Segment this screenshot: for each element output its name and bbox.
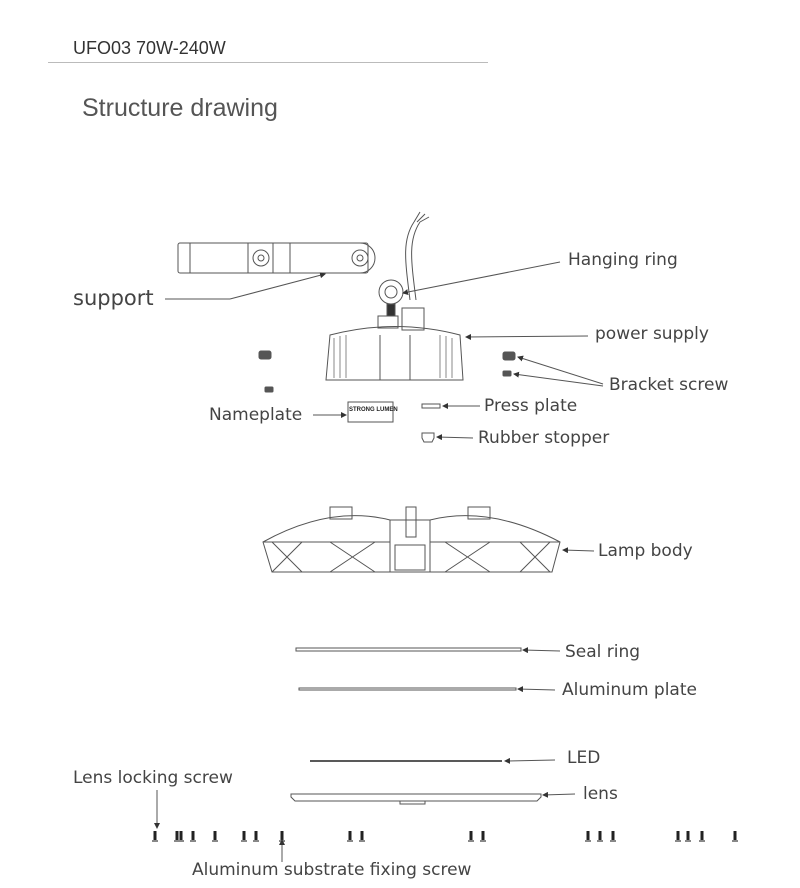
screw-icon <box>700 831 704 840</box>
label-nameplate: Nameplate <box>209 405 303 425</box>
screw-head <box>699 840 705 842</box>
screw-icon <box>676 831 680 840</box>
screw-icon <box>213 831 217 840</box>
screws-row <box>152 831 738 842</box>
screw-icon <box>598 831 602 840</box>
screw-head <box>152 840 158 842</box>
nameplate-part <box>347 401 394 423</box>
lamp-body <box>262 506 561 573</box>
screw-head <box>610 840 616 842</box>
label-lens: lens <box>583 784 618 804</box>
label-lamp-body: Lamp body <box>598 541 693 561</box>
power-cable <box>405 221 421 301</box>
screw-icon <box>686 831 690 840</box>
label-aluminum-substrate-fixing-screw: Aluminum substrate fixing screw <box>192 860 472 880</box>
label-power-supply: power supply <box>595 324 709 344</box>
screw-icon <box>242 831 246 840</box>
screw-head <box>585 840 591 842</box>
aluminum-plate-part <box>298 687 517 691</box>
screw-icon <box>254 831 258 840</box>
hanging-ring <box>378 279 404 317</box>
screw-icon <box>191 831 195 840</box>
screw-head <box>174 840 180 842</box>
screw-head <box>359 840 365 842</box>
screw-icon <box>175 831 179 840</box>
bracket-screws <box>258 350 516 393</box>
screw-icon <box>586 831 590 840</box>
screw-icon <box>469 831 473 840</box>
label-hanging-ring: Hanging ring <box>568 250 678 270</box>
lens-part <box>290 793 542 805</box>
screw-head <box>685 840 691 842</box>
page-title: Structure drawing <box>82 94 278 122</box>
rubber-stopper-part <box>421 432 435 443</box>
header-divider <box>48 62 488 63</box>
screw-icon <box>280 831 284 840</box>
screw-icon <box>348 831 352 840</box>
screw-head <box>597 840 603 842</box>
label-rubber-stopper: Rubber stopper <box>478 428 610 448</box>
screw-head <box>732 840 738 842</box>
screw-head <box>178 840 184 842</box>
screw-icon <box>481 831 485 840</box>
screw-head <box>253 840 259 842</box>
screw-icon <box>153 831 157 840</box>
screw-head <box>468 840 474 842</box>
model-header: UFO03 70W-240W <box>73 38 226 58</box>
label-seal-ring: Seal ring <box>565 642 641 662</box>
screw-icon <box>360 831 364 840</box>
power-supply <box>325 307 464 381</box>
screw-head <box>675 840 681 842</box>
label-support: support <box>73 286 154 310</box>
seal-ring-part <box>295 647 522 652</box>
screw-icon <box>179 831 183 840</box>
press-plate-part <box>421 403 441 409</box>
label-aluminum-plate: Aluminum plate <box>562 680 697 700</box>
support-bracket <box>177 242 376 274</box>
screw-icon <box>733 831 737 840</box>
screw-head <box>190 840 196 842</box>
label-led: LED <box>567 748 601 768</box>
screw-head <box>212 840 218 842</box>
screw-icon <box>611 831 615 840</box>
label-bracket-screw: Bracket screw <box>609 375 729 395</box>
screw-head <box>347 840 353 842</box>
label-lens-locking-screw: Lens locking screw <box>73 768 233 788</box>
screw-head <box>241 840 247 842</box>
screw-head <box>480 840 486 842</box>
label-press-plate: Press plate <box>484 396 578 416</box>
nameplate-brand-text: STRONG LUMEN <box>349 407 398 413</box>
